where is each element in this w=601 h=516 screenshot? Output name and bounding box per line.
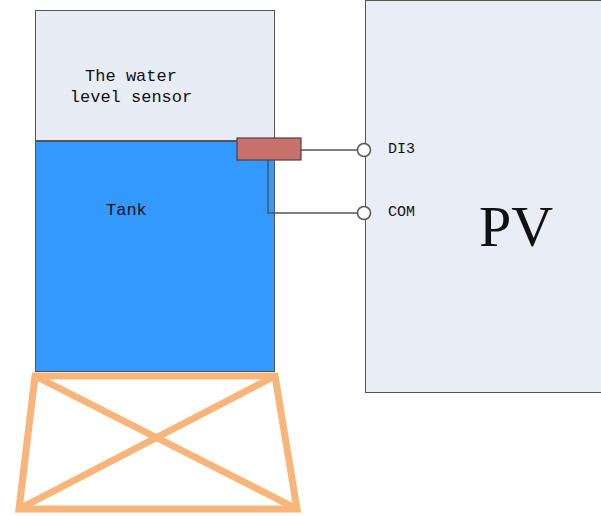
pin-name: COM [388, 204, 415, 222]
pin-name: DI3 [388, 141, 415, 159]
tank-box: Tank [35, 141, 275, 372]
terminal [358, 144, 371, 157]
tank-stand [19, 376, 297, 509]
signal-wire [275, 149, 358, 151]
terminal [358, 207, 371, 220]
stand-brace [19, 376, 275, 509]
stand-frame [19, 376, 297, 509]
node-label: PV [466, 191, 566, 264]
signal-wire [268, 160, 358, 213]
node-label: Tank [106, 200, 166, 221]
pv-box: PV [365, 0, 601, 393]
level-sensor-probe [237, 138, 301, 160]
sensor-region: The water level sensor [35, 10, 275, 141]
node-label: The water level sensor [56, 66, 206, 109]
stand-brace [35, 376, 297, 509]
